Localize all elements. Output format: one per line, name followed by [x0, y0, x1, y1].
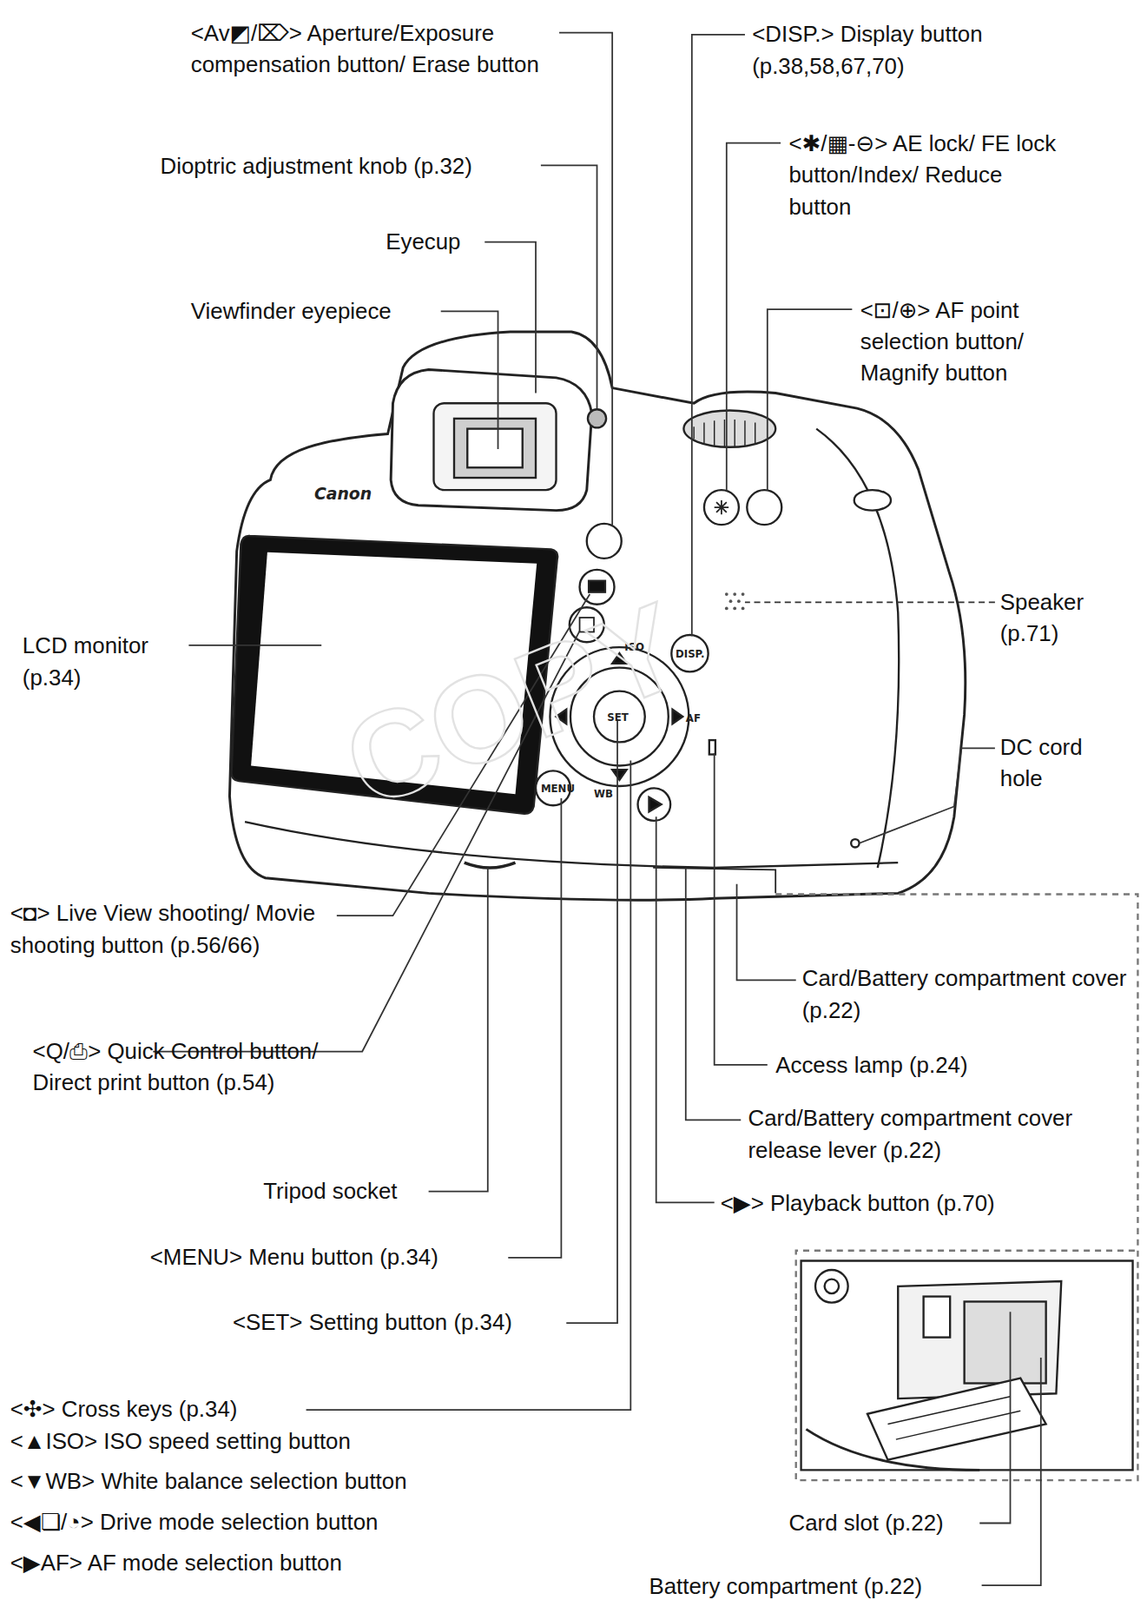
- grip: [816, 428, 899, 868]
- leader-line: [559, 32, 613, 527]
- eyepiece: [433, 402, 556, 490]
- callout-label: <▶> Playback button (p.70): [720, 1186, 1088, 1219]
- speaker-holes: [725, 592, 745, 610]
- mode-dial: [683, 409, 776, 447]
- callout-label: <✱/▦-⊖> AE lock/ FE lock button/Index/ R…: [788, 127, 1064, 223]
- callout-label: <MENU> Menu button (p.34): [150, 1240, 518, 1273]
- callout-label: Battery compartment (p.22): [648, 1569, 986, 1600]
- callout-label: LCD monitor (p.34): [22, 629, 186, 693]
- ae-lock-button: [704, 489, 739, 525]
- leader-line: [484, 242, 536, 394]
- leader-line: [714, 752, 768, 1064]
- callout-label: <SET> Setting button (p.34): [232, 1305, 570, 1338]
- leader-lines: [152, 32, 1041, 1586]
- callout-label: <◀❏/◔> Drive mode selection button: [10, 1505, 562, 1537]
- callout-label: Eyecup: [385, 225, 488, 258]
- callout-label: <◘> Live View shooting/ Movie shooting b…: [10, 896, 348, 961]
- leader-line: [656, 816, 715, 1202]
- camera-body: [229, 331, 965, 900]
- leader-line: [859, 747, 996, 843]
- callout-label: Speaker (p.71): [1000, 586, 1123, 650]
- playback-button: [638, 787, 672, 821]
- open-cover: [867, 1377, 1047, 1460]
- inset-tripod: [815, 1269, 849, 1303]
- leader-line: [566, 719, 618, 1324]
- leader-line: [441, 310, 499, 449]
- playback-icon: [648, 797, 661, 811]
- callout-label: Access lamp (p.24): [775, 1048, 1042, 1081]
- af-point-button: [746, 489, 782, 525]
- leader-line: [726, 143, 781, 492]
- dial-ridges: [693, 419, 756, 448]
- strap-lug: [854, 489, 891, 511]
- leader-line: [737, 883, 797, 980]
- leader-line: [692, 34, 745, 636]
- leader-line: [428, 867, 488, 1192]
- callout-label: Tripod socket: [263, 1174, 437, 1207]
- inset-frame: [775, 894, 1138, 1481]
- leader-line: [767, 309, 853, 491]
- callout-label: Card/Battery compartment cover (p.22): [802, 962, 1129, 1026]
- camera-marking: MENU: [540, 782, 572, 795]
- eyecup: [390, 369, 593, 510]
- callout-label: <✣> Cross keys (p.34): [10, 1392, 317, 1424]
- lens-mount-rim: [805, 1428, 980, 1470]
- body-edge: [244, 821, 898, 868]
- camera-marking: WB: [593, 787, 615, 800]
- camera-marking: Canon: [314, 487, 396, 501]
- callout-label: <▶AF> AF mode selection button: [10, 1546, 562, 1578]
- callout-label: <▲ISO> ISO speed setting button: [10, 1424, 501, 1457]
- dc-cord-hole: [850, 838, 859, 847]
- callout-label: Card slot (p.22): [788, 1506, 983, 1538]
- callout-label: <Av◩/⌦> Aperture/Exposure compensation b…: [191, 17, 564, 81]
- compartment-illustration: [801, 1259, 1134, 1470]
- leader-line: [540, 164, 598, 409]
- live-view-icon: [588, 580, 606, 593]
- compartment-opening: [897, 1280, 1062, 1398]
- eyepiece-glass: [454, 418, 536, 478]
- battery-chamber: [964, 1300, 1047, 1383]
- callout-label: <Q/⎙> Quick Control button/ Direct print…: [32, 1034, 370, 1099]
- av-button: [586, 523, 622, 559]
- leader-line: [744, 601, 996, 604]
- callout-label: <⊡/⊕> AF point selection button/ Magnify…: [860, 293, 1095, 389]
- leader-line: [507, 797, 561, 1258]
- card-slot: [923, 1296, 951, 1338]
- leader-line: [982, 1357, 1042, 1585]
- leader-line: [188, 644, 322, 647]
- camera-illustration: [229, 331, 965, 900]
- cover-detail: [887, 1396, 1021, 1439]
- ae-icon: [714, 500, 729, 515]
- leader-line: [685, 867, 741, 1120]
- camera-marking: AF: [685, 711, 707, 725]
- inset-body: [801, 1259, 1134, 1470]
- callout-label: Card/Battery compartment cover release l…: [747, 1101, 1085, 1166]
- callout-label: Dioptric adjustment knob (p.32): [160, 150, 549, 182]
- dioptric-knob: [587, 408, 607, 428]
- eyepiece-glass-inner: [467, 428, 522, 469]
- callout-label: Viewfinder eyepiece: [191, 295, 447, 327]
- access-lamp: [709, 739, 716, 754]
- callout-label: <DISP.> Display button (p.38,58,67,70): [751, 18, 1049, 82]
- callout-label: DC cord hole: [1000, 730, 1113, 794]
- tripod-socket: [464, 862, 516, 868]
- leader-line: [979, 1311, 1010, 1523]
- callout-label: <▼WB> White balance selection button: [10, 1464, 562, 1497]
- inset-tripod-inner: [824, 1278, 839, 1293]
